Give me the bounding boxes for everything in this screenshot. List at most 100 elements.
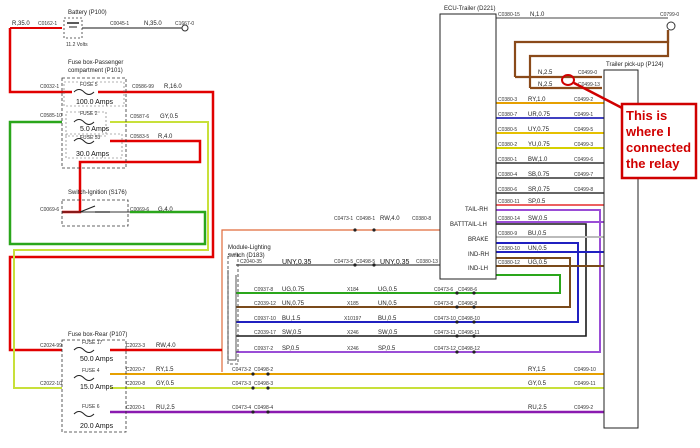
ecu-pin-conn-1: C0380-7 — [498, 112, 517, 118]
conn-x10197: X10197 — [344, 316, 361, 322]
wire-label-r4: R,4.0 — [158, 134, 173, 140]
conn-c0380-13: C0380-13 — [416, 259, 438, 265]
module-lighting-box — [227, 253, 239, 365]
wire-label-n25-b: N,2.5 — [538, 82, 553, 88]
ecu-pin-conn-4: C0380-1 — [498, 157, 517, 163]
wire-label-un075: UN,0.75 — [282, 301, 305, 307]
label-fuse5-amps: 100.0 Amps — [76, 99, 113, 106]
wire-label-sp05: SP,0.5 — [282, 346, 300, 352]
wire-label-r16: R,16.0 — [164, 84, 182, 90]
conn-c0380-11: C0380-11 — [498, 199, 520, 205]
conn-c0473-11: C0473-11 — [434, 330, 456, 336]
label-fuse53-amps: 30.0 Amps — [76, 151, 110, 158]
conn-x184: X184 — [347, 287, 359, 293]
wire-label-bu05: BU,0.5 — [378, 316, 397, 322]
conn-c0380-14: C0380-14 — [498, 216, 520, 222]
wire-label-out-ug: UG,0.5 — [528, 260, 548, 266]
ecu-pin-pin-3: C0499-3 — [574, 142, 593, 148]
conn-x246-a: X246 — [347, 330, 359, 336]
conn-c0380-9: C0380-9 — [498, 231, 517, 237]
wire-label-uny-a: UNY,0.35 — [282, 259, 312, 266]
ecu-pin-wire-3: YU,0.75 — [528, 142, 550, 148]
label-switch-ignition: Switch-Ignition (S176) — [68, 190, 127, 196]
conn-c0045: C0045-1 — [110, 21, 129, 27]
conn-c0799: C0799-0 — [660, 12, 679, 18]
conn-c0585: C0585-10 — [40, 113, 62, 119]
ecu-pin-conn-6: C0380-6 — [498, 187, 517, 193]
wire-label-rw4-rear: RW,4.0 — [156, 343, 176, 349]
wire-gy-loop — [13, 121, 209, 389]
switch-icon — [79, 205, 110, 213]
conn-c0498-5: C0498-5 — [356, 259, 375, 265]
conn-c2022: C2022-10 — [40, 381, 62, 387]
conn-c0473-6: C0473-6 — [434, 287, 453, 293]
conn-c2023: C2023-3 — [126, 343, 145, 349]
conn-c0162: C0162-1 — [38, 21, 57, 27]
ecu-pin-pin-6: C0499-8 — [574, 187, 593, 193]
conn-c0473-1: C0473-1 — [334, 216, 353, 222]
ecu-trailer-box — [439, 13, 497, 280]
wire-label-ry15r: RY,1.5 — [528, 367, 546, 373]
label-module-lighting-1: Module-Lighting — [228, 245, 271, 251]
label-batttail-lh: BATTTAIL-LH — [450, 222, 487, 228]
wire-label-r35: R,35.0 — [12, 21, 30, 27]
annotation-line-1: This is — [626, 108, 667, 123]
label-ind-lh: IND-LH — [468, 266, 488, 272]
label-fusebox-pass-1: Fuse box-Passenger — [68, 60, 123, 66]
conn-c0498-4: C0498-4 — [254, 405, 273, 411]
conn-c0473-12: C0473-12 — [434, 346, 456, 352]
ecu-pin-pin-4: C0499-6 — [574, 157, 593, 163]
wire-bu15 — [236, 242, 579, 323]
wire-label-out-un: UN,0.5 — [528, 246, 547, 252]
conn-c2039-12: C2039-12 — [254, 301, 276, 307]
battery-box — [63, 17, 83, 39]
conn-c2020-8: C2020-8 — [126, 381, 145, 387]
ecu-pin-wire-5: SB,0.75 — [528, 172, 550, 178]
ecu-pin-pin-0: C0499-2 — [574, 97, 593, 103]
ecu-pin-wire-4: BW,1.0 — [528, 157, 548, 163]
label-fuse17-amps: 50.0 Amps — [80, 356, 114, 363]
label-brake: BRAKE — [468, 237, 488, 243]
label-battery: Battery (P100) — [68, 10, 107, 16]
conn-c0937-2: C0937-2 — [254, 346, 273, 352]
wire-ug075 — [236, 274, 561, 294]
wire-label-sp05b: SP,0.5 — [378, 346, 396, 352]
wire-label-gy05rr: GY,0.5 — [528, 381, 547, 387]
label-fuse6-amps: 20.0 Amps — [80, 423, 114, 430]
ecu-pin-conn-2: C0380-5 — [498, 127, 517, 133]
fuse53-box — [65, 133, 123, 159]
wire-sw05 — [236, 223, 587, 337]
wire-label-n35: N,35.0 — [144, 21, 162, 27]
conn-c0473-5: C0473-5 — [334, 259, 353, 265]
conn-c0380-10: C0380-10 — [498, 246, 520, 252]
junction-dots — [251, 228, 476, 414]
ecu-pin-pin-1: C0499-1 — [574, 112, 593, 118]
fuse5-box — [63, 81, 125, 107]
conn-c0583: C0583-5 — [130, 134, 149, 140]
conn-c0473-8: C0473-8 — [434, 301, 453, 307]
conn-x185: X185 — [347, 301, 359, 307]
conn-c0937-10: C0937-10 — [254, 316, 276, 322]
conn-c0498-10: C0498-10 — [458, 316, 480, 322]
label-module-lighting-2: switch (D183) — [228, 253, 265, 259]
ecu-pin-wire-6: SR,0.75 — [528, 187, 550, 193]
label-fuse2: FUSE 2 — [80, 111, 98, 117]
wire-lighting-bus — [227, 270, 236, 361]
conn-c0498-2: C0498-2 — [254, 367, 273, 373]
ecu-pin-wire-1: UR,0.75 — [528, 112, 551, 118]
label-ecu-trailer: ECU-Trailer (D221) — [444, 6, 495, 12]
wire-label-g4: G,4.0 — [158, 207, 173, 213]
annotation-arrow — [573, 81, 627, 112]
label-fuse6: FUSE 6 — [82, 404, 100, 410]
conn-c0473-4: C0473-4 — [232, 405, 251, 411]
label-fuse4-amps: 15.0 Amps — [80, 384, 114, 391]
ground-icon — [181, 24, 189, 32]
wire-ignition-green — [8, 120, 207, 246]
wire-label-ru25r: RU,2.5 — [528, 405, 547, 411]
wire-label-sw05b: SW,0.5 — [378, 330, 398, 336]
conn-c0498-8: C0498-8 — [458, 301, 477, 307]
annotation-line-3: connected — [626, 140, 691, 155]
wire-label-ug05: UG,0.5 — [378, 287, 398, 293]
conn-c0032: C0032-1 — [40, 84, 59, 90]
switch-ignition-box — [61, 199, 129, 227]
